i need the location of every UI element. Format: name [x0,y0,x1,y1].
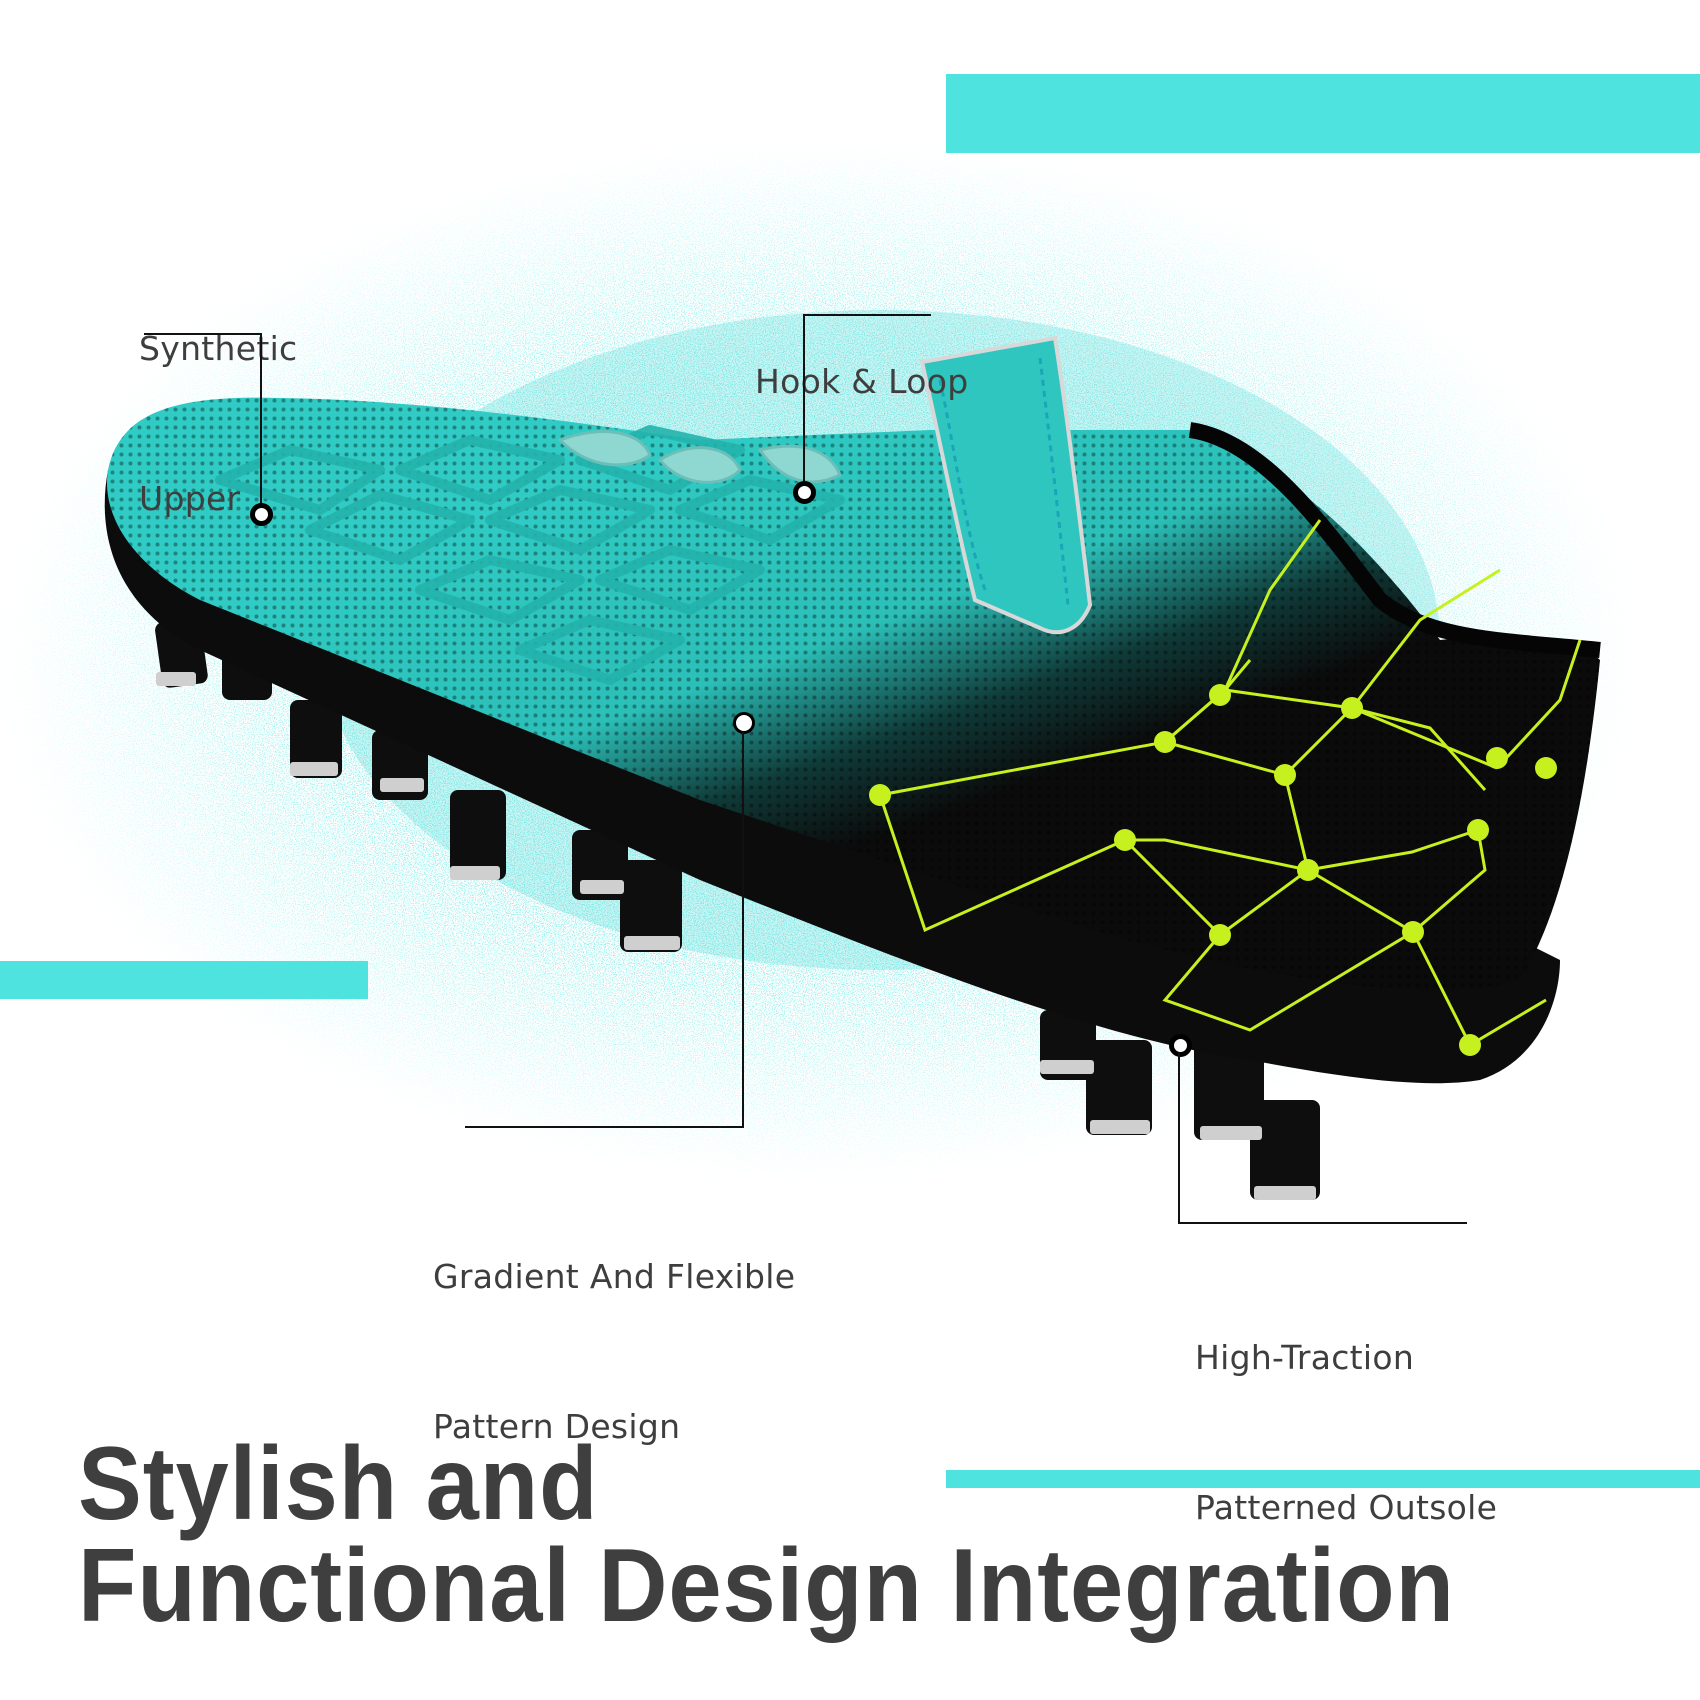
callout-dot-hook-loop [793,481,816,504]
callout-dot-outsole [1169,1034,1192,1057]
callout-line-outsole-h [1178,1222,1467,1224]
callout-text-line: Synthetic [139,329,298,368]
callout-dot-synthetic-upper [250,503,273,526]
callout-text-line: Hook & Loop [755,362,969,401]
callout-text-line: Gradient And Flexible [433,1257,796,1296]
callout-line-hook-loop-h [804,314,931,316]
callout-dot-gradient-pattern [733,712,755,734]
callout-line-hook-loop-v [803,314,805,484]
callout-line-gradient-pattern-h [465,1126,744,1128]
callout-text-line: Pattern Design [433,1407,681,1446]
callout-line-gradient-pattern-v [742,732,744,1128]
callout-text-line: Upper [139,479,241,518]
callout-line-synthetic-upper-v [260,333,262,508]
callout-line-synthetic-upper-h [144,333,261,335]
callout-label-gradient-pattern: Gradient And Flexible Pattern Design [433,1152,795,1502]
accent-bar-bottom [946,1470,1700,1488]
callout-label-synthetic-upper: Synthetic Upper [139,224,298,574]
callout-text-line: High-Traction [1195,1338,1415,1377]
callout-line-outsole-v [1178,1052,1180,1223]
accent-bar-left [0,961,368,999]
accent-bar-top [946,74,1700,153]
headline-line-1: Stylish and [78,1426,599,1542]
headline-line-2: Functional Design Integration [78,1528,1455,1644]
callout-label-outsole: High-Traction Patterned Outsole [1195,1233,1497,1583]
callout-text-line: Patterned Outsole [1195,1488,1498,1527]
callout-label-hook-loop: Hook & Loop [755,257,968,457]
